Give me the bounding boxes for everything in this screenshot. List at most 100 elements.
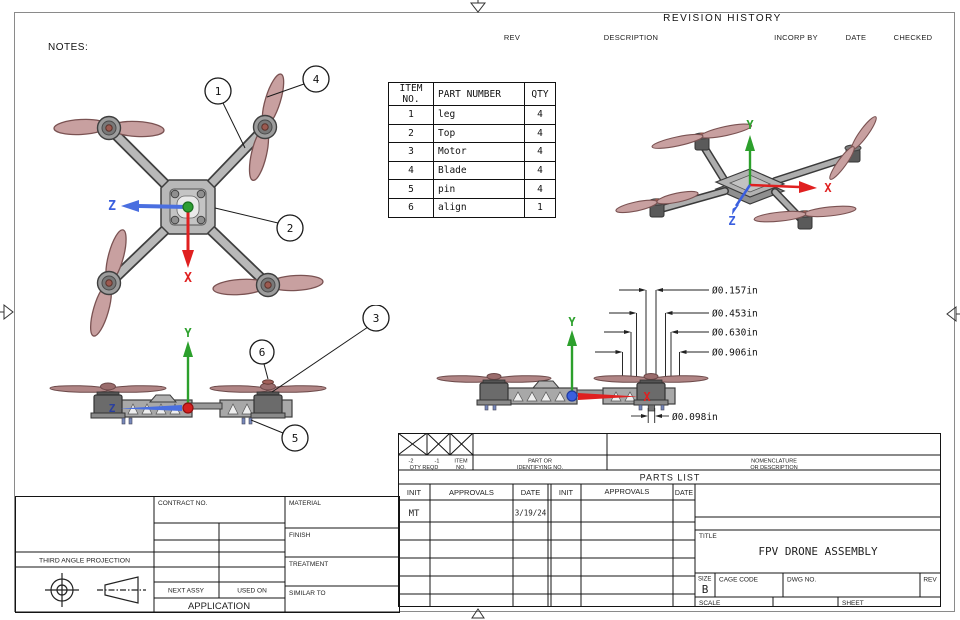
dim-0098: Ø0.098in xyxy=(672,412,718,423)
init-value: MT xyxy=(409,509,420,519)
align-part xyxy=(262,379,274,385)
balloon-2 xyxy=(276,214,304,242)
treatment-label: TREATMENT xyxy=(289,561,328,568)
item-cell: 1 xyxy=(388,105,434,125)
item-cell: 5 xyxy=(388,179,434,199)
table-row: 4 Blade 4 xyxy=(388,160,556,181)
balloon-3-number: 3 xyxy=(373,312,380,325)
item-cell: 3 xyxy=(388,142,434,162)
side-view-balloons: 6 3 5 xyxy=(249,305,390,452)
part-cell: pin xyxy=(433,179,525,199)
bottom-pin xyxy=(647,404,656,412)
top-view-drone xyxy=(53,73,324,337)
finish-label: FINISH xyxy=(289,532,311,539)
table-row: 5 pin 4 xyxy=(388,179,556,199)
top-view-drawing: Z X 1 4 2 xyxy=(53,65,330,337)
origin-dot xyxy=(182,201,194,213)
application-block-labels: THIRD ANGLE PROJECTION CONTRACT NO. MATE… xyxy=(39,500,328,612)
similar-to-label: SIMILAR TO xyxy=(289,590,326,597)
item-cell: 2 xyxy=(388,123,434,144)
neg1-label: -1 xyxy=(435,459,440,465)
balloon-2-number: 2 xyxy=(287,222,294,235)
top-view-balloons: 1 4 2 xyxy=(204,65,330,242)
table-row: 1 leg 4 xyxy=(388,105,556,125)
iso-drone xyxy=(615,116,877,230)
incorp-by-col-header: INCORP BY xyxy=(774,33,818,42)
origin-dot xyxy=(182,402,194,414)
balloon-6-number: 6 xyxy=(259,346,266,359)
contract-no-label: CONTRACT NO. xyxy=(158,500,208,507)
dim-0906: Ø0.906in xyxy=(712,348,758,359)
init-header-1: INIT xyxy=(407,488,422,497)
dim-0630: Ø0.630in xyxy=(712,328,758,339)
qty-cell: 4 xyxy=(524,105,556,125)
y-axis-label: Y xyxy=(184,326,192,340)
side-drone xyxy=(49,379,327,425)
front-view-drawing: X Y Ø0.157in Ø0.453in Ø0.630in Ø0.906in … xyxy=(436,286,758,423)
parts-table-header-row: ITEM NO. PART NUMBER QTY xyxy=(388,82,556,106)
top-view-axes: Z X xyxy=(108,199,194,286)
origin-dot xyxy=(566,390,578,402)
item-no-label-1: ITEM xyxy=(454,459,468,465)
rev-col-header: REV xyxy=(503,33,521,42)
application-label: APPLICATION xyxy=(188,601,250,612)
part-or-label-2: IDENTIFYING NO. xyxy=(517,465,564,471)
y-axis-label: Y xyxy=(568,315,576,329)
table-row: 3 Motor 4 xyxy=(388,142,556,162)
qty-reqd-label: QTY REQD xyxy=(410,465,439,471)
nomenclature-label-2: OR DESCRIPTION xyxy=(750,465,797,471)
sheet-label: SHEET xyxy=(842,600,864,607)
top-center-mark xyxy=(469,0,487,13)
qty-header: QTY xyxy=(524,82,556,106)
y-axis-label: Y xyxy=(746,118,754,132)
rev-label: REV xyxy=(923,577,937,584)
parts-list-title: PARTS LIST xyxy=(640,473,701,483)
iso-propellers xyxy=(615,116,877,223)
shaft-lines xyxy=(622,290,680,380)
item-cell: 4 xyxy=(388,160,434,181)
x-axis-label: X xyxy=(184,271,192,286)
third-angle-projection-icon xyxy=(45,573,146,607)
right-center-mark xyxy=(946,305,960,323)
size-value: B xyxy=(702,583,709,596)
x-axis-label: X xyxy=(824,181,832,195)
dimension-lines: Ø0.157in Ø0.453in Ø0.630in Ø0.906in Ø0.0… xyxy=(595,286,758,423)
qty-cell: 4 xyxy=(524,123,556,144)
date-header-1: DATE xyxy=(521,488,540,497)
notes-label: NOTES: xyxy=(48,42,89,53)
part-or-label-1: PART OR xyxy=(528,459,552,465)
item-no-header: ITEM NO. xyxy=(388,82,434,106)
item-cell: 6 xyxy=(388,197,434,218)
part-cell: Top xyxy=(433,123,525,144)
isometric-view-drawing: Y X Z xyxy=(615,116,877,230)
side-view-drawing: Z Y 6 3 5 xyxy=(49,305,390,452)
date-col-header: DATE xyxy=(845,33,867,42)
part-cell: leg xyxy=(433,105,525,125)
front-axes: X Y xyxy=(566,315,651,404)
drawing-title: FPV DRONE ASSEMBLY xyxy=(758,545,878,558)
z-axis-label: Z xyxy=(109,402,116,415)
qty-cell: 4 xyxy=(524,160,556,181)
checked-col-header: CHECKED xyxy=(893,33,933,42)
approvals-header-2: APPROVALS xyxy=(605,487,650,496)
x-axis-label: X xyxy=(643,390,651,404)
qty-cell: 1 xyxy=(524,197,556,218)
title-block-lines xyxy=(398,433,941,607)
third-angle-label: THIRD ANGLE PROJECTION xyxy=(39,558,130,565)
z-axis-label: Z xyxy=(108,199,116,214)
dim-0157: Ø0.157in xyxy=(712,286,758,297)
qty-cell: 4 xyxy=(524,142,556,162)
size-label: SIZE xyxy=(698,577,711,583)
title-block: -2 -1 QTY REQD ITEM NO. PART OR IDENTIFY… xyxy=(398,433,941,607)
side-axes: Z Y xyxy=(109,326,194,415)
balloon-6 xyxy=(249,339,275,365)
balloon-4 xyxy=(302,65,330,93)
date-value: 3/19/24 xyxy=(515,509,547,518)
dim-0453: Ø0.453in xyxy=(712,309,758,320)
balloon-5-number: 5 xyxy=(292,432,299,445)
front-drone xyxy=(436,290,709,412)
left-center-mark xyxy=(0,303,14,321)
application-block-lines xyxy=(15,496,400,613)
motors xyxy=(96,114,281,298)
cage-code-label: CAGE CODE xyxy=(719,577,759,584)
